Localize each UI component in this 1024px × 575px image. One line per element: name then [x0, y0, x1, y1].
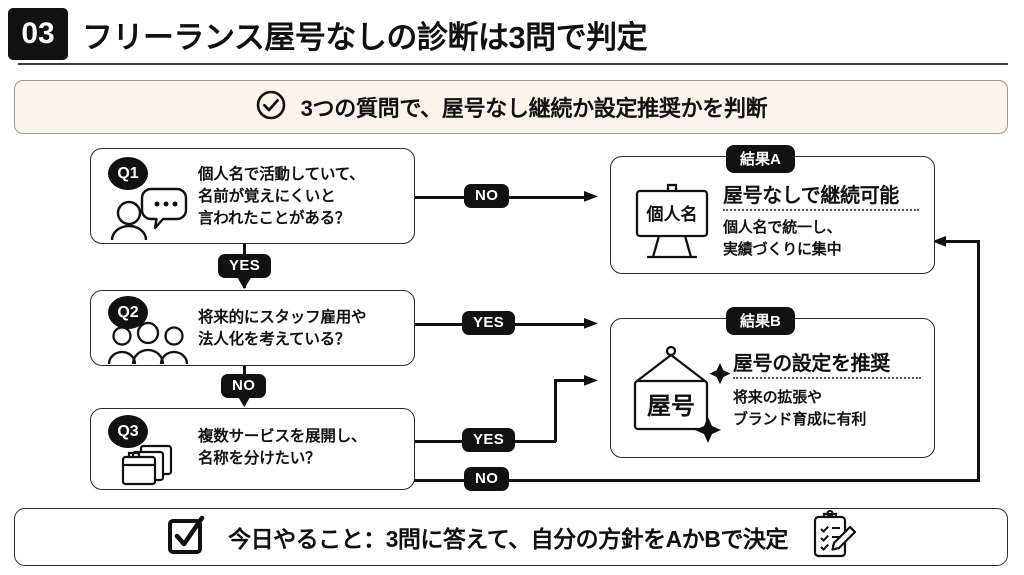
question-box-q2[interactable]: Q2 将来的にスタッフ雇用や 法人化を考えている？: [90, 290, 415, 366]
hanging-sign-icon: 屋号: [625, 335, 733, 446]
summary-banner: 3つの質問で、屋号なし継続か設定推奨かを判断: [14, 80, 1008, 134]
action-footer-text: 今日やること：3問に答えて、自分の方針をAかBで決定: [228, 526, 788, 552]
edge-q3-no-arrowhead: [932, 236, 946, 247]
edge-q3-yes-arrowhead: [584, 375, 598, 386]
result-box-a[interactable]: 個人名 屋号なしで継続可能 個人名で統一し、 実績づくりに集中: [610, 156, 935, 274]
result-box-b[interactable]: 屋号 屋号の設定を推奨 将来の拡張や ブランド育成に有利: [610, 318, 935, 458]
result-label-a: 結果A: [726, 145, 795, 173]
edge-q2-yes-arrowhead: [584, 318, 598, 329]
edge-q3-yes-vertical: [554, 379, 557, 442]
question-box-q1[interactable]: Q1 個人名で活動していて、 名前が覚えにくいと 言われたことがある？: [90, 148, 415, 244]
page-title: フリーランス屋号なしの診断は3問で判定: [82, 20, 648, 55]
result-divider-a: [723, 209, 919, 211]
question-text-q3: 複数サービスを展開し、 名称を分けたい？: [198, 428, 367, 467]
result-divider-b: [733, 377, 921, 379]
edge-q3-no-horizontal: [414, 479, 980, 482]
result-label-b: 結果B: [726, 307, 795, 335]
question-box-q3[interactable]: Q3 複数サービスを展開し、 名称を分けたい？: [90, 408, 415, 490]
edge-q3-no-return: [944, 240, 980, 243]
result-body-b: 将来の拡張や ブランド育成に有利: [733, 389, 867, 428]
svg-text:個人名: 個人名: [646, 204, 698, 224]
check-circle-icon: [255, 89, 287, 126]
question-text-q1: 個人名で活動していて、 名前が覚えにくいと 言われたことがある？: [198, 166, 365, 227]
people-group-icon: [105, 321, 193, 371]
question-badge-q2: Q2: [108, 296, 148, 329]
signboard-icon: 個人名: [627, 179, 717, 266]
question-badge-q3: Q3: [108, 415, 148, 448]
edge-q3-no-vertical: [977, 240, 980, 481]
section-number-badge: 03: [8, 8, 68, 60]
edge-label-q3-no: NO: [464, 467, 510, 491]
sparkle-icon: [693, 415, 723, 450]
edge-label-q2-no: NO: [221, 374, 267, 398]
checkbox-checked-icon: [166, 514, 206, 561]
summary-banner-text: 3つの質問で、屋号なし継続か設定推奨かを判断: [300, 96, 768, 121]
svg-text:屋号: 屋号: [647, 393, 695, 420]
edge-q1-no-arrowhead: [584, 191, 598, 202]
person-speech-bubble-icon: [105, 185, 191, 246]
edge-q2-no-arrowhead: [237, 395, 252, 407]
edge-q1-yes-arrowhead: [237, 277, 252, 289]
clipboard-pencil-icon: [810, 509, 856, 565]
question-text-q2: 将来的にスタッフ雇用や 法人化を考えている？: [198, 309, 367, 348]
edge-label-q2-yes: YES: [462, 311, 516, 335]
result-title-b: 屋号の設定を推奨: [733, 353, 890, 375]
edge-label-q1-no: NO: [464, 184, 510, 208]
action-footer: 今日やること：3問に答えて、自分の方針をAかBで決定: [14, 508, 1008, 566]
edge-label-q3-yes: YES: [462, 428, 516, 452]
question-badge-q1: Q1: [108, 157, 148, 190]
header-divider: [18, 63, 1008, 65]
result-title-a: 屋号なしで継続可能: [723, 185, 899, 207]
edge-q3-yes-top: [554, 379, 586, 382]
result-body-a: 個人名で統一し、 実績づくりに集中: [723, 219, 842, 258]
edge-label-q1-yes: YES: [218, 254, 272, 278]
stacked-cards-icon: [115, 443, 185, 492]
